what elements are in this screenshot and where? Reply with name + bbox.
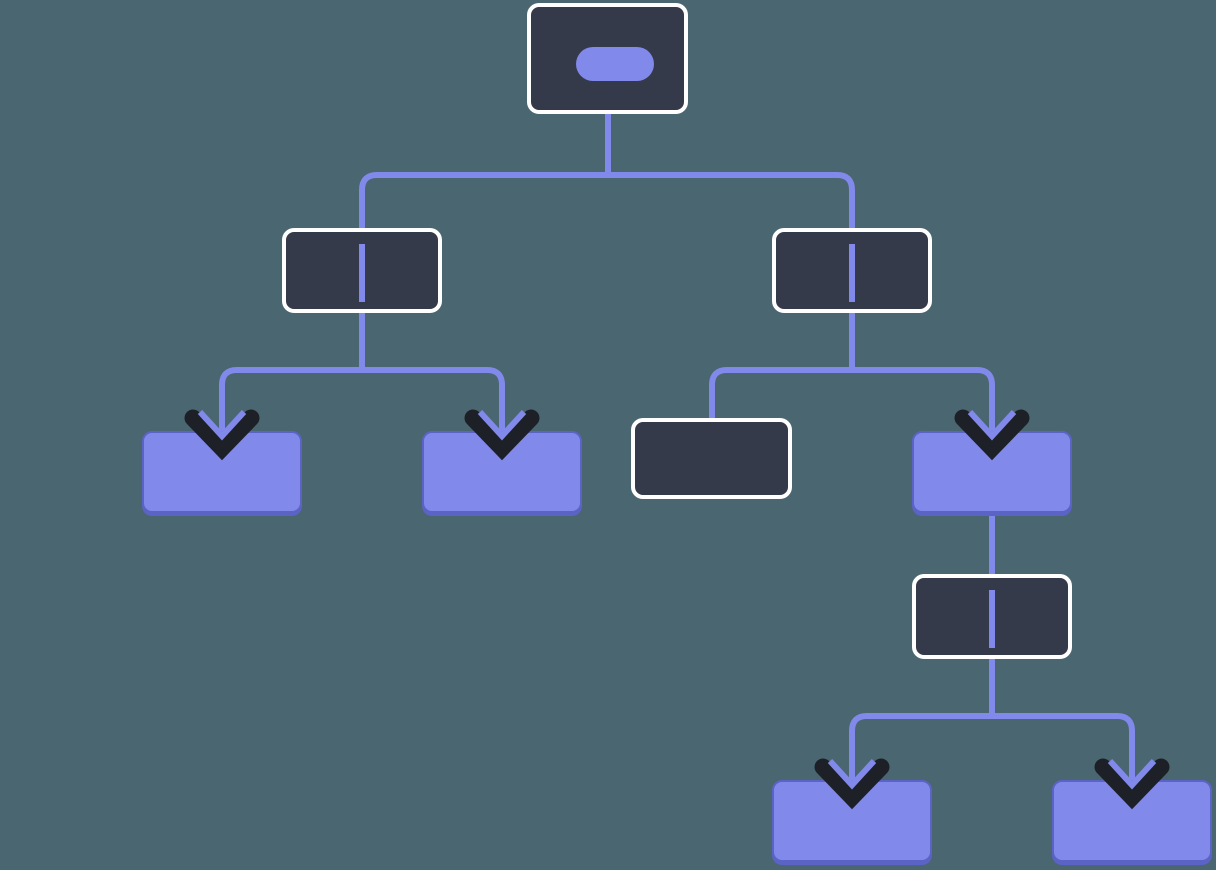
node-level3-leaf-d[interactable] <box>912 431 1072 513</box>
edge-l2b-to-l3c <box>709 367 852 420</box>
node-level2-left[interactable] <box>282 228 442 313</box>
edge-root-to-l2a <box>359 172 608 228</box>
edge-l2a-to-l3a <box>219 367 362 437</box>
node-level3-leaf-a[interactable] <box>142 431 302 513</box>
node-level2-left-stem <box>359 244 365 302</box>
edge-l2a-to-l3b <box>362 367 505 437</box>
node-level2-right-stem <box>849 244 855 302</box>
root-pill-icon <box>576 47 654 81</box>
edge-root-to-l2b <box>608 172 855 228</box>
node-root[interactable] <box>527 3 688 114</box>
edge-l4a-to-l5a <box>849 713 992 786</box>
node-level3-leaf-b[interactable] <box>422 431 582 513</box>
edge-l4a-to-l5b <box>992 713 1135 786</box>
node-level4-dark[interactable] <box>912 574 1072 659</box>
node-level4-dark-stem <box>989 590 995 648</box>
node-level2-right[interactable] <box>772 228 932 313</box>
edge-l2b-to-l3d <box>852 367 995 437</box>
node-level5-leaf-a[interactable] <box>772 780 932 862</box>
node-level3-dark[interactable] <box>631 418 792 499</box>
node-level5-leaf-b[interactable] <box>1052 780 1212 862</box>
